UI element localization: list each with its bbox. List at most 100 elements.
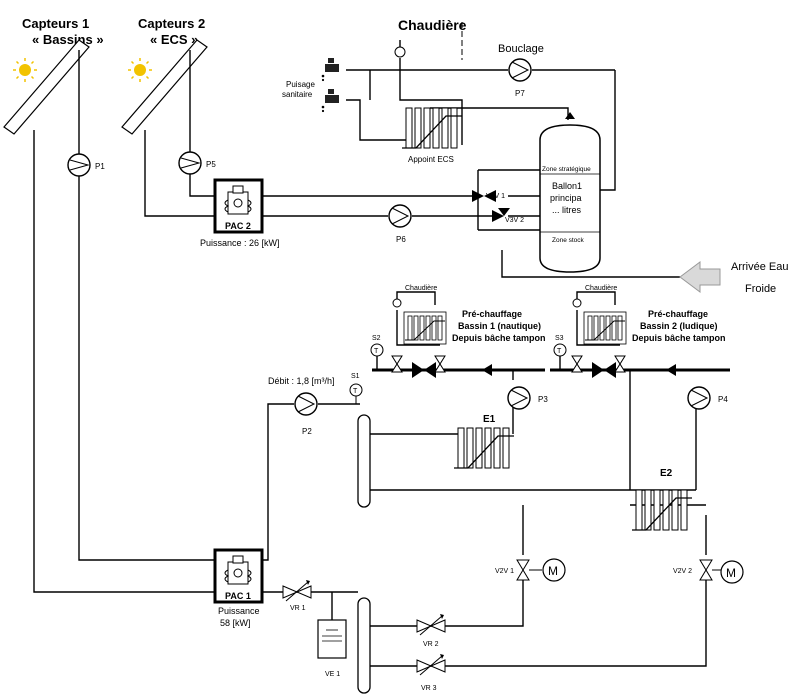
pump-p2-label: P2 [302, 427, 312, 436]
collector-2-title: Capteurs 2 [138, 16, 205, 31]
valve-vr3: VR 3 [416, 654, 446, 692]
sensor-s1: S1 T [349, 373, 363, 404]
sensor-s1-t: T [353, 388, 358, 395]
v3v2-label: V3V 2 [505, 217, 524, 224]
sun-icon [127, 57, 153, 83]
vr1-label: VR 1 [290, 605, 306, 612]
tank-name-2: principa [550, 193, 582, 203]
pump-p5: P5 [178, 151, 216, 175]
appoint-label: Appoint ECS [408, 155, 454, 164]
cold-water-inlet: Arrivée Eau Froide [679, 261, 788, 295]
tank-name-3: ... litres [552, 205, 582, 215]
preheat-2-l1: Pré-chauffage [648, 309, 708, 319]
preheat-2-l3: Depuis bâche tampon [632, 333, 726, 343]
puisage-label-1: Puisage [286, 80, 315, 89]
ve1-label: VE 1 [325, 671, 340, 678]
buffer-column-1 [357, 414, 371, 508]
tank-zone-strategic: Zone stratégique [542, 166, 591, 173]
pac-1-name: PAC 1 [225, 591, 251, 601]
pac-2: PAC 2 Puissance : 26 [kW] [200, 178, 280, 248]
preheat-1: Chaudière Pré-chauffage Bassin 1 (nautiq… [370, 285, 546, 378]
v2v1-label: V2V 1 [495, 568, 514, 575]
sensor-s2-label: S2 [372, 335, 381, 342]
gauge-icon [392, 298, 402, 308]
cold-water-label-2: Froide [745, 283, 776, 295]
motor-icon [542, 558, 566, 582]
vr2-label: VR 2 [423, 641, 439, 648]
valve-v3v1: V3V 1 [472, 190, 505, 202]
preheat-1-l3: Depuis bâche tampon [452, 333, 546, 343]
puisage-label-2: sanitaire [282, 90, 313, 99]
flow-label: Débit : 1,8 [m³/h] [268, 376, 335, 386]
collector-1-panel [3, 39, 90, 135]
pump-icon [508, 58, 532, 82]
arrow-left-icon [679, 261, 721, 293]
valve-v3v2: V3V 2 [492, 208, 524, 224]
cold-water-label-1: Arrivée Eau [731, 261, 788, 273]
gauge-icon [394, 46, 406, 58]
sensor-s3-t: T [557, 348, 562, 355]
pump-p7-label: P7 [515, 89, 525, 98]
pump-icon [294, 392, 318, 416]
valve-vr1: VR 1 [282, 580, 312, 612]
pump-icon [507, 386, 531, 410]
valve-vr2: VR 2 [416, 614, 446, 648]
preheat-2-l2: Bassin 2 (ludique) [640, 321, 718, 331]
boiler-ecs: Chaudière Puisage sanitaire Appoint ECS … [282, 17, 544, 164]
preheat-1-l1: Pré-chauffage [462, 309, 522, 319]
sensor-s3 [553, 343, 567, 357]
preheat-2-boiler: Chaudière [585, 285, 617, 292]
tap-icon [321, 89, 339, 113]
pump-p2: P2 [294, 392, 318, 436]
pump-p1-label: P1 [95, 162, 105, 171]
collector-2: Capteurs 2 « ECS » [121, 16, 208, 135]
pump-icon [67, 153, 91, 177]
e1-exchanger [453, 427, 515, 469]
pump-p5-label: P5 [206, 160, 216, 169]
e1-label: E1 [483, 414, 496, 425]
pump-p4: P4 [687, 386, 728, 410]
valve-v2v1: M V2V 1 [495, 558, 566, 582]
preheat-1-boiler: Chaudière [405, 285, 437, 292]
pac-2-name: PAC 2 [225, 221, 251, 231]
sensor-s1-label: S1 [351, 373, 360, 380]
v3v1-label: V3V 1 [486, 193, 505, 200]
exchanger-e2: E2 [631, 468, 693, 531]
exchanger-e1: E1 [453, 414, 515, 469]
pipe-network [33, 40, 707, 667]
pump-p3-label: P3 [538, 395, 548, 404]
collector-2-panel [121, 39, 208, 135]
expansion-vessel-ve1: VE 1 [317, 619, 347, 678]
motor-icon [720, 560, 744, 584]
motor-label: M [548, 564, 558, 578]
pump-icon [687, 386, 711, 410]
bouclage-label: Bouclage [498, 43, 544, 55]
tank-name-1: Ballon1 [552, 181, 582, 191]
gauge-icon [572, 298, 582, 308]
preheat-1-l2: Bassin 1 (nautique) [458, 321, 541, 331]
pump-p6-label: P6 [396, 235, 406, 244]
pac-1-power-1: Puissance [218, 606, 260, 616]
pump-icon [388, 204, 412, 228]
tank-zone-stock: Zone stock [552, 237, 585, 244]
sensor-s2-t: T [374, 348, 379, 355]
pump-p7: P7 [508, 58, 532, 98]
tap-icon [321, 58, 339, 82]
boiler-title: Chaudière [398, 17, 467, 33]
motor-label: M [726, 566, 736, 580]
collector-2-subtitle: « ECS » [150, 32, 198, 47]
v2v2-label: V2V 2 [673, 568, 692, 575]
collector-1-subtitle: « Bassins » [32, 32, 104, 47]
collector-1-title: Capteurs 1 [22, 16, 89, 31]
e2-exchanger [631, 489, 693, 531]
sensor-s3-label: S3 [555, 335, 564, 342]
pump-p4-label: P4 [718, 395, 728, 404]
sensor-s2 [370, 343, 384, 357]
collector-1: Capteurs 1 « Bassins » [3, 16, 104, 135]
pac-1-power-2: 58 [kW] [220, 618, 251, 628]
e2-label: E2 [660, 468, 673, 479]
sun-icon [12, 57, 38, 83]
pump-p3: P3 [507, 386, 548, 410]
vr3-label: VR 3 [421, 685, 437, 692]
